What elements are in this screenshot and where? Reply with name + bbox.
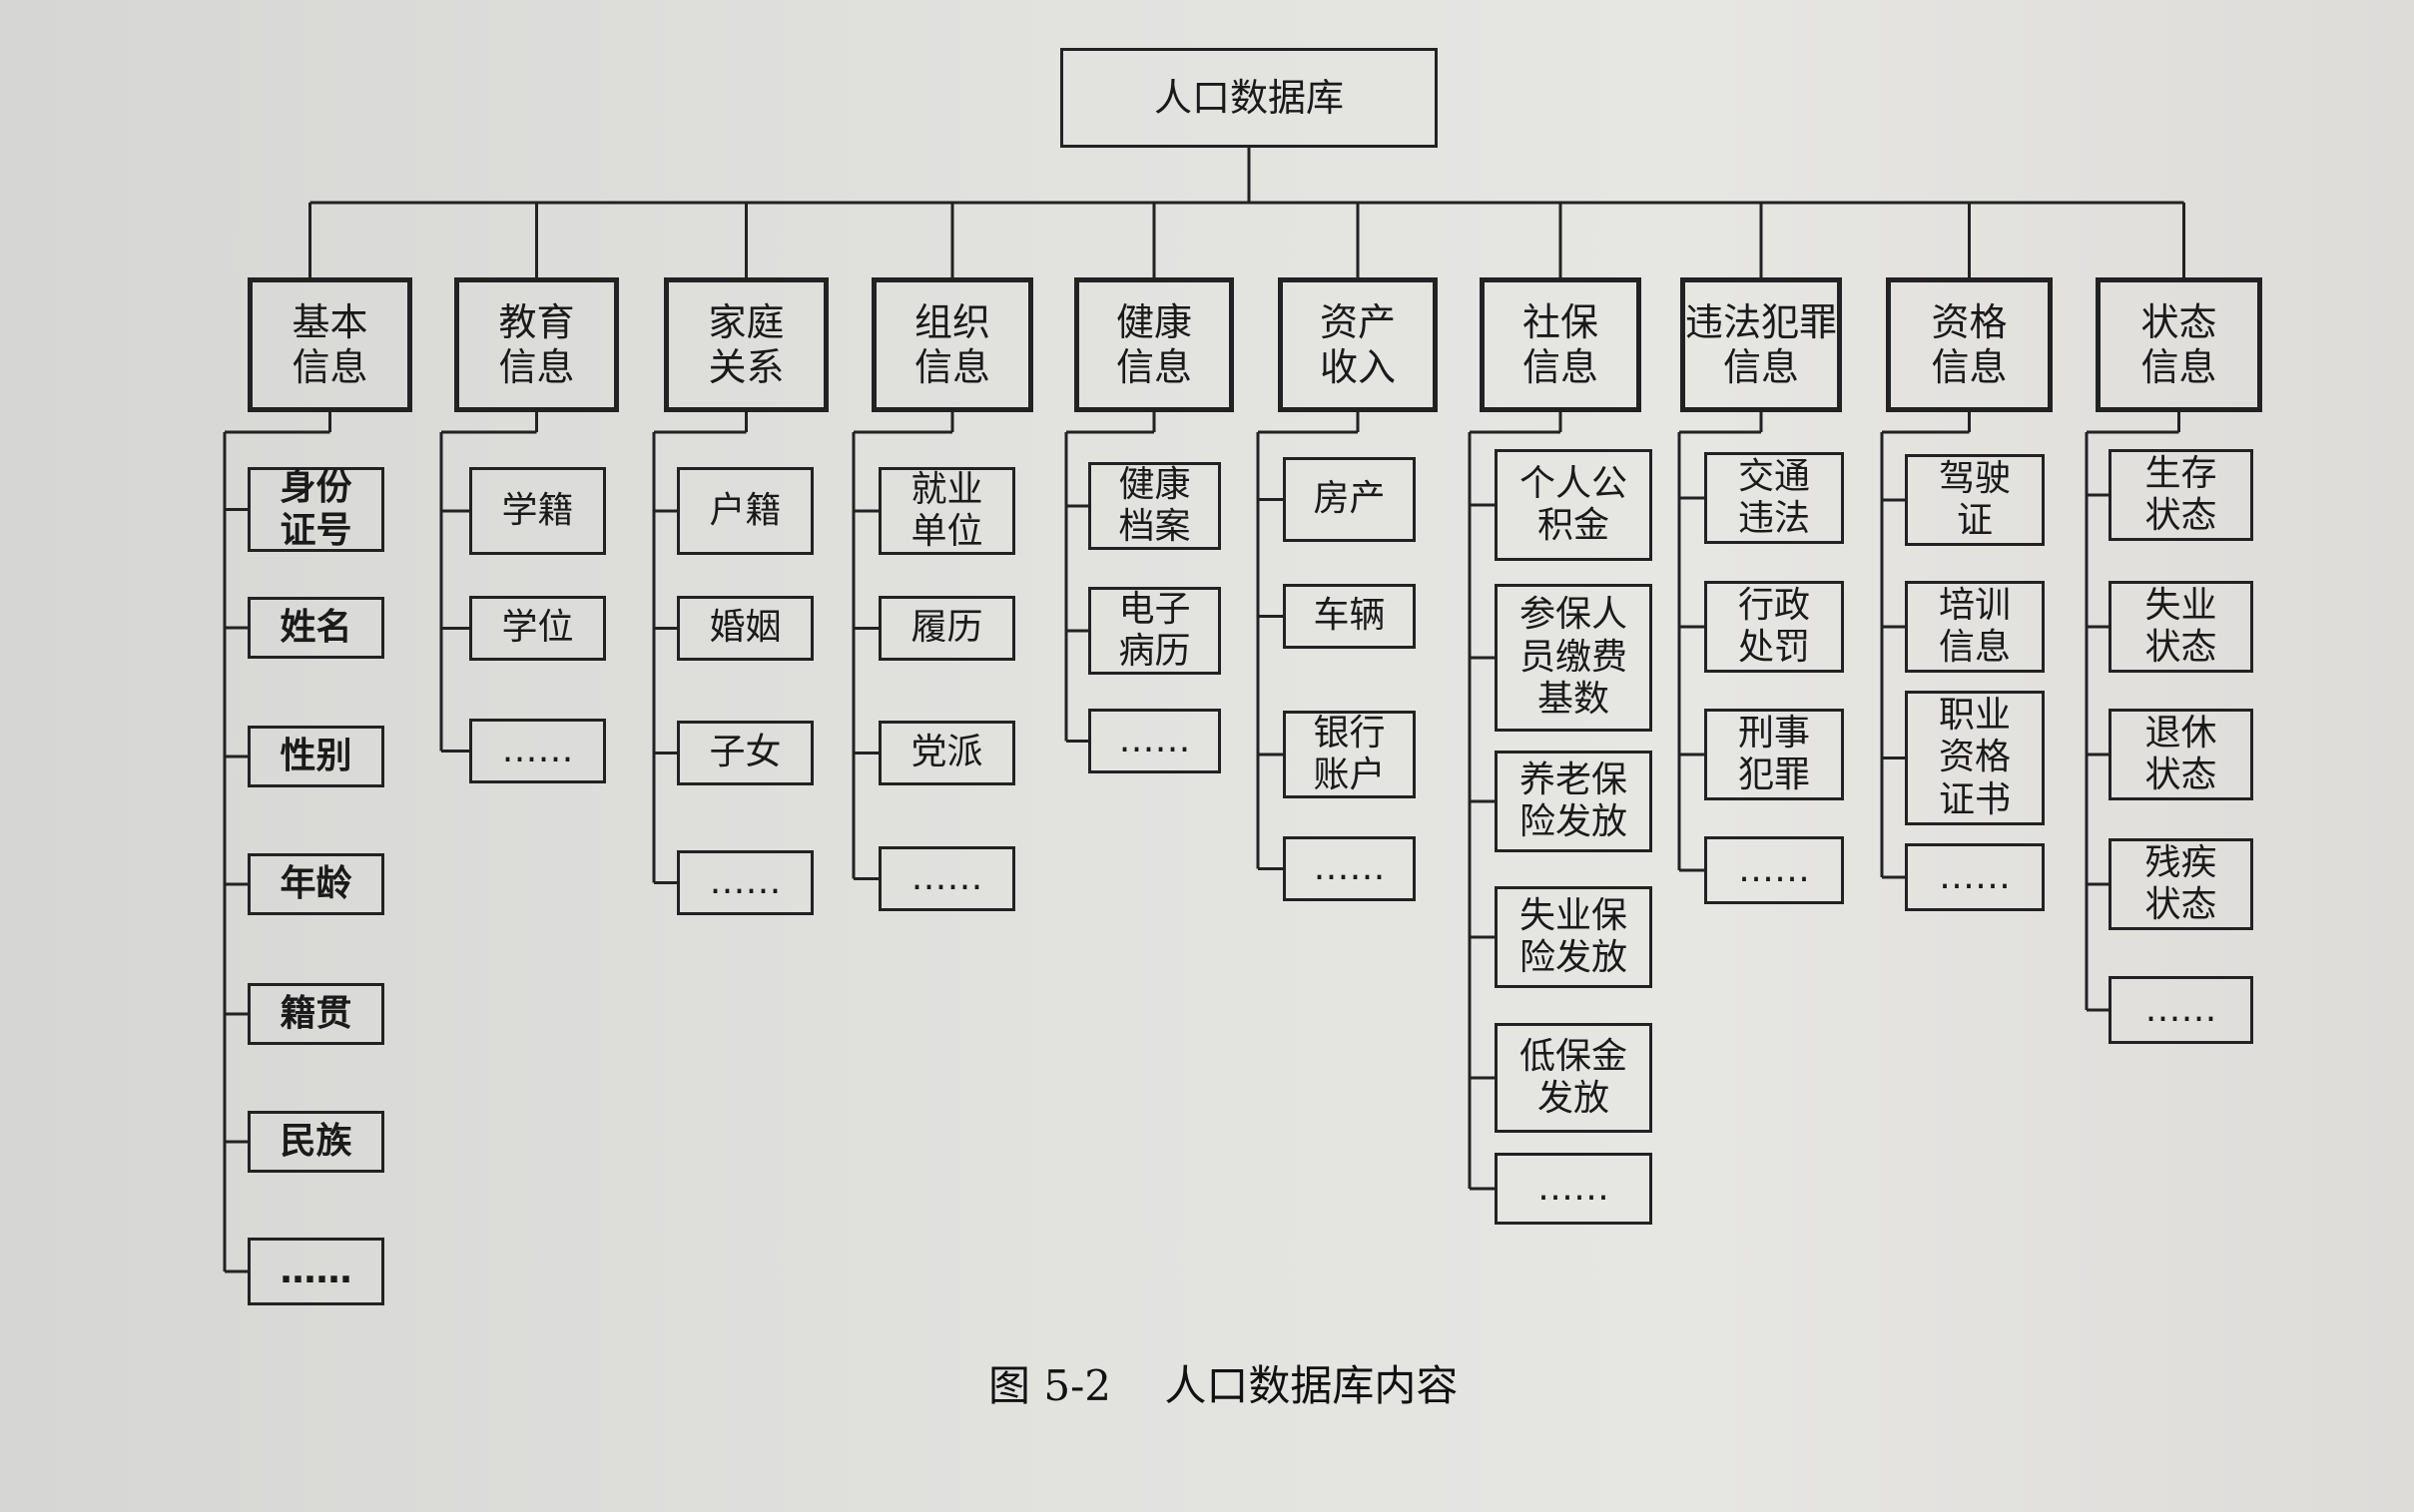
leaf-node: 党派 bbox=[879, 721, 1015, 785]
leaf-node: 子女 bbox=[677, 721, 814, 785]
leaf-node: 年龄 bbox=[248, 853, 384, 915]
category-node: 违法犯罪 信息 bbox=[1680, 277, 1842, 412]
leaf-node: 性别 bbox=[248, 726, 384, 787]
leaf-node: …… bbox=[469, 719, 606, 783]
category-node: 状态 信息 bbox=[2096, 277, 2262, 412]
leaf-node: …… bbox=[248, 1238, 384, 1305]
leaf-node: 就业 单位 bbox=[879, 467, 1015, 555]
leaf-node: 失业 状态 bbox=[2109, 581, 2253, 673]
leaf-node: 身份 证号 bbox=[248, 467, 384, 552]
leaf-node: 职业 资格 证书 bbox=[1905, 691, 2045, 825]
leaf-node: 低保金 发放 bbox=[1495, 1023, 1652, 1133]
leaf-node: …… bbox=[677, 850, 814, 915]
category-node: 健康 信息 bbox=[1074, 277, 1234, 412]
leaf-node: 生存 状态 bbox=[2109, 449, 2253, 541]
leaf-node: 学籍 bbox=[469, 467, 606, 555]
leaf-node: …… bbox=[2109, 976, 2253, 1044]
category-node: 基本 信息 bbox=[248, 277, 412, 412]
leaf-node: 房产 bbox=[1283, 457, 1416, 542]
leaf-node: 姓名 bbox=[248, 597, 384, 659]
leaf-node: …… bbox=[1283, 836, 1416, 901]
leaf-node: …… bbox=[1088, 709, 1221, 773]
leaf-node: 刑事 犯罪 bbox=[1704, 709, 1844, 800]
figure-caption: 图 5-2 人口数据库内容 bbox=[988, 1361, 1459, 1410]
leaf-node: 民族 bbox=[248, 1111, 384, 1173]
leaf-node: 学位 bbox=[469, 596, 606, 661]
category-node: 教育 信息 bbox=[454, 277, 619, 412]
leaf-node: 电子 病历 bbox=[1088, 587, 1221, 675]
leaf-node: 交通 违法 bbox=[1704, 452, 1844, 544]
category-node: 资产 收入 bbox=[1278, 277, 1438, 412]
leaf-node: 健康 档案 bbox=[1088, 462, 1221, 550]
root-node: 人口数据库 bbox=[1060, 48, 1438, 148]
leaf-node: 退休 状态 bbox=[2109, 709, 2253, 800]
leaf-node: 培训 信息 bbox=[1905, 581, 2045, 673]
leaf-node: 车辆 bbox=[1283, 584, 1416, 649]
leaf-node: 参保人 员缴费 基数 bbox=[1495, 584, 1652, 732]
leaf-node: 银行 账户 bbox=[1283, 711, 1416, 798]
category-node: 组织 信息 bbox=[872, 277, 1033, 412]
leaf-node: 驾驶 证 bbox=[1905, 454, 2045, 546]
leaf-node: …… bbox=[1495, 1153, 1652, 1225]
category-node: 资格 信息 bbox=[1886, 277, 2053, 412]
leaf-node: 籍贯 bbox=[248, 983, 384, 1045]
leaf-node: 婚姻 bbox=[677, 596, 814, 661]
leaf-node: …… bbox=[1905, 843, 2045, 911]
leaf-node: 个人公 积金 bbox=[1495, 449, 1652, 561]
leaf-node: 行政 处罚 bbox=[1704, 581, 1844, 673]
category-node: 家庭 关系 bbox=[664, 277, 829, 412]
leaf-node: 履历 bbox=[879, 596, 1015, 661]
category-node: 社保 信息 bbox=[1480, 277, 1641, 412]
leaf-node: …… bbox=[879, 846, 1015, 911]
leaf-node: 养老保 险发放 bbox=[1495, 751, 1652, 852]
leaf-node: …… bbox=[1704, 836, 1844, 904]
leaf-node: 残疾 状态 bbox=[2109, 838, 2253, 930]
leaf-node: 失业保 险发放 bbox=[1495, 886, 1652, 988]
leaf-node: 户籍 bbox=[677, 467, 814, 555]
